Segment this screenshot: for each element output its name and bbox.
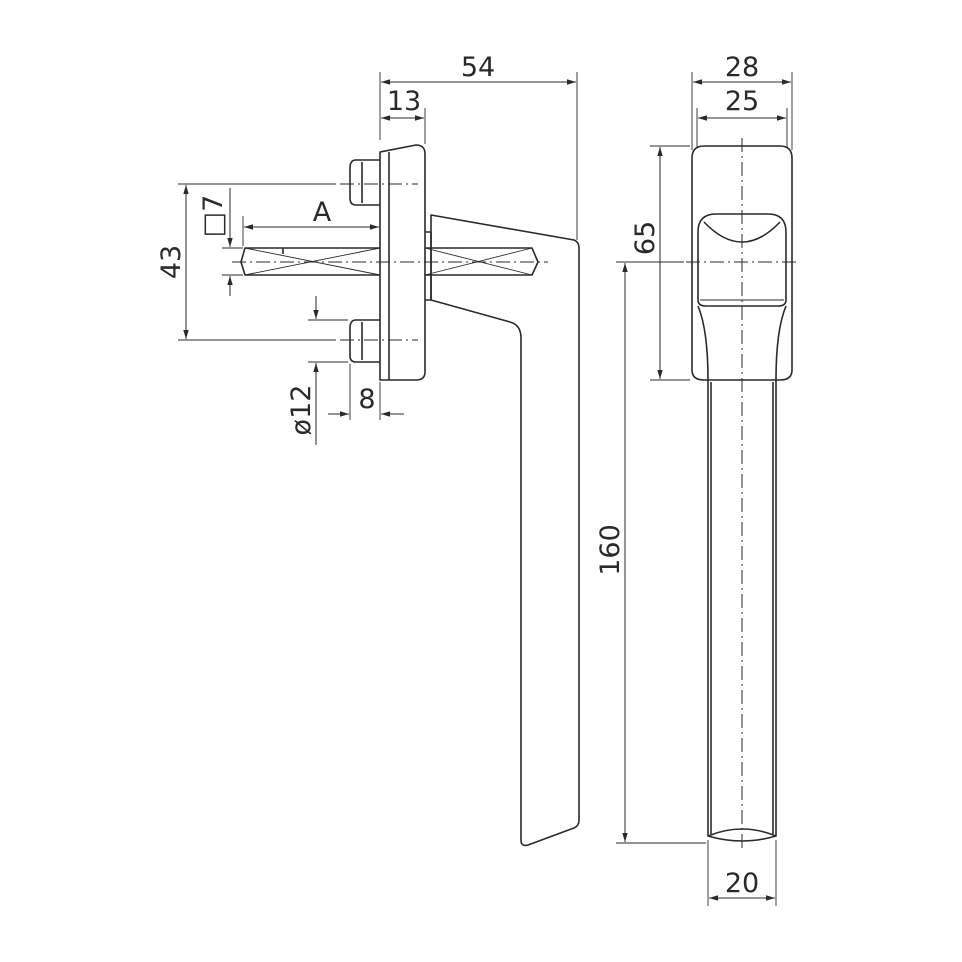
dim-spindle-square: □7 bbox=[198, 195, 229, 238]
side-view-dimensions: 54 13 43 □7 A ø12 8 bbox=[156, 52, 578, 445]
front-view-dimensions: 28 25 65 160 20 bbox=[595, 52, 793, 906]
dim-lever-tip-width: 20 bbox=[725, 868, 759, 899]
dim-grip-width-outer: 28 bbox=[725, 52, 759, 83]
dim-boss-length: 8 bbox=[358, 384, 375, 415]
grip-recess bbox=[697, 213, 787, 307]
grip-head bbox=[691, 145, 793, 381]
dim-rosette-depth: 13 bbox=[387, 86, 421, 117]
dim-grip-head-height: 65 bbox=[630, 221, 661, 255]
dim-total-depth: 54 bbox=[461, 52, 495, 83]
dim-grip-width-inner: 25 bbox=[725, 86, 759, 117]
dim-lever-length: 160 bbox=[595, 524, 626, 576]
rosette-plate bbox=[379, 144, 426, 381]
dim-rosette-height: 43 bbox=[156, 245, 187, 279]
bottom-fixing-boss bbox=[349, 319, 380, 363]
dim-boss-diameter: ø12 bbox=[286, 385, 317, 436]
lever-arm bbox=[430, 214, 580, 847]
front-view bbox=[686, 138, 800, 852]
dim-spindle-length: A bbox=[313, 197, 332, 228]
side-view bbox=[232, 144, 580, 847]
top-fixing-boss bbox=[349, 159, 380, 206]
